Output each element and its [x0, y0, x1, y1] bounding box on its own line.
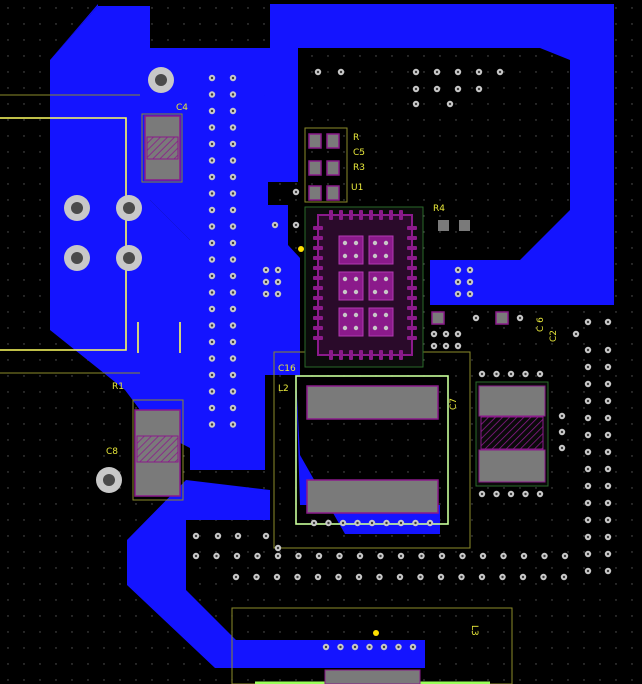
label-c6: C 6: [536, 317, 546, 332]
label-c4: C4: [176, 103, 188, 113]
label-r3: R3: [353, 163, 365, 173]
label-r4: R4: [433, 204, 445, 214]
origin-marker: [298, 246, 304, 252]
outline-r1-c8: [132, 399, 184, 501]
copper-trace-c16[interactable]: [258, 270, 300, 345]
outline-cap-stack: [304, 127, 348, 203]
outline-l3-region: [231, 607, 513, 684]
copper-pour-left-body[interactable]: [50, 6, 190, 448]
copper-pour-inductor-l2[interactable]: [296, 378, 440, 534]
copper-pour-right-top[interactable]: [302, 4, 614, 305]
via-layer: [192, 68, 612, 651]
copper-pour-layer[interactable]: [50, 4, 614, 668]
component-c4[interactable]: [144, 115, 181, 181]
silkscreen-layer: [0, 94, 513, 684]
outline-left-connector: [0, 117, 127, 351]
marker-l3: [373, 630, 379, 636]
component-r1[interactable]: [134, 409, 181, 497]
component-l2[interactable]: [306, 385, 439, 514]
label-c8: C8: [106, 447, 118, 457]
component-l3[interactable]: [324, 669, 421, 684]
label-r1: R1: [112, 382, 124, 392]
label-c16: C16: [278, 364, 296, 374]
label-c7: C7: [449, 398, 459, 410]
component-r4[interactable]: [438, 220, 470, 231]
label-c5: C5: [353, 148, 365, 158]
label-l3: L3: [469, 625, 479, 636]
copper-pour-bottom[interactable]: [127, 480, 425, 668]
label-r: R: [353, 133, 359, 143]
label-l2: L2: [278, 384, 289, 394]
outline-c4: [141, 113, 183, 183]
label-c2: C2: [549, 330, 559, 342]
label-u1: U1: [351, 183, 363, 193]
mounting-holes: [64, 67, 174, 493]
component-small-caps[interactable]: [308, 133, 509, 325]
designator-labels: C4 R C5 R3 U1 R4 C16 L2 R1 C8 C7 C 6 C2 …: [106, 103, 559, 636]
component-c7[interactable]: [475, 381, 549, 487]
component-u1-qfn[interactable]: [304, 206, 424, 368]
